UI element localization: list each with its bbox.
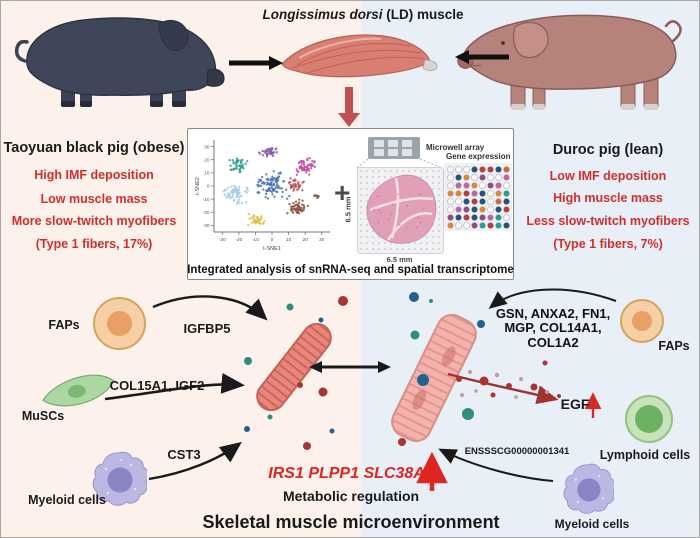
cst3-label: CST3 — [167, 447, 201, 462]
arrow-muscle-down-icon — [338, 87, 360, 127]
top-title: Longissimus dorsi (LD) muscle — [262, 7, 463, 22]
faps-cell-right-nucleus — [632, 311, 652, 331]
svg-text:20: 20 — [302, 237, 308, 243]
igfbp5-label: IGFBP5 — [183, 321, 231, 336]
left-panel-title: Taoyuan black pig (obese) — [3, 140, 185, 156]
top-title-regular: (LD) muscle — [382, 7, 464, 22]
integration-panel: -30 -30 -20 -20 -10 -10 0 0 10 10 20 20 30 30 t-SNE1 t-… — [187, 128, 514, 280]
faps-right-label: FAPs — [658, 339, 690, 353]
right-panel-line: Less slow-twitch myofibers — [526, 214, 690, 228]
faps-cell-left-nucleus — [107, 311, 132, 336]
muscs-label: MuSCs — [21, 409, 65, 423]
black-pig-body — [26, 17, 217, 96]
arrow-blackpig-to-muscle-icon — [229, 56, 283, 70]
svg-text:t-SNE2: t-SNE2 — [195, 177, 201, 195]
col15a1-igf2-label: COL15A1, IGF2 — [109, 378, 205, 393]
gene-expression-label: Gene expression — [446, 152, 511, 161]
duroc-pig-mouth — [466, 62, 482, 67]
tissue-dim-vertical: 6.5 mm — [343, 196, 353, 223]
svg-text:0: 0 — [207, 184, 210, 190]
svg-text:10: 10 — [286, 237, 292, 243]
svg-text:-10: -10 — [252, 237, 259, 243]
arrow-egf-icon — [447, 372, 559, 405]
tissue-streaks — [369, 177, 434, 241]
muscle-tendon-tip — [422, 59, 438, 71]
duroc-pig-illustration — [457, 14, 682, 110]
metabolic-regulation-label: Metabolic regulation — [282, 488, 420, 504]
faps-cell-right — [620, 299, 664, 343]
integration-caption: Integrated analysis of snRNA-seq and spa… — [187, 264, 514, 276]
svg-text:-30: -30 — [203, 223, 210, 229]
muscle-highlight — [298, 37, 382, 59]
arrow-cst3-icon — [148, 441, 242, 481]
left-panel-line: Low muscle mass — [40, 192, 148, 206]
myeloid-right-label: Myeloid cells — [554, 517, 630, 531]
microwell-array-illustration — [368, 137, 420, 159]
left-panel-line: More slow-twitch myofibers — [11, 214, 177, 228]
black-pig-tail — [14, 39, 29, 63]
duroc-pig-tail — [664, 20, 682, 43]
black-pig-hooves — [61, 101, 186, 107]
svg-text:-20: -20 — [203, 210, 210, 216]
black-pig-ear — [158, 20, 189, 51]
myeloid-left-label: Myeloid cells — [28, 493, 106, 507]
tissue-section-illustration — [366, 174, 437, 244]
arrow-col15a1-icon — [104, 372, 245, 401]
microwell-array-label: Microwell array — [426, 143, 485, 152]
black-pig-illustration — [14, 17, 225, 107]
duroc-pig-legs — [510, 74, 659, 110]
arrow-durocpig-to-muscle-icon — [455, 50, 509, 64]
faps-left-label: FAPs — [48, 318, 80, 332]
svg-text:20: 20 — [204, 157, 210, 163]
duroc-pig-ear — [513, 21, 549, 59]
gsn-gene-block-label: GSN, ANXA2, FN1, MGP, COL14A1, COL1A2 — [495, 306, 611, 350]
right-panel-title: Duroc pig (lean) — [552, 142, 664, 158]
arrow-fiber-doublehead-icon — [309, 361, 391, 373]
tsne-plot: -30 -30 -20 -20 -10 -10 0 0 10 10 20 20 30 30 t-SNE1 t-… — [195, 140, 330, 252]
arrow-gsn-icon — [488, 288, 617, 309]
enssscg-label: ENSSSCG00000001341 — [464, 446, 570, 457]
gene-expression-grid — [444, 163, 512, 231]
right-panel-line: High muscle mass — [553, 191, 663, 205]
svg-text:t-SNE1: t-SNE1 — [263, 246, 281, 252]
muscle-striations — [291, 43, 426, 74]
right-panel-line: Low IMF deposition — [549, 169, 667, 183]
egf-label: EGF — [560, 396, 590, 412]
myeloid-cell-left — [92, 451, 147, 506]
ld-muscle-illustration — [281, 34, 438, 78]
right-panel-line: (Type 1 fibers, 7%) — [553, 237, 663, 251]
top-title-italic: Longissimus dorsi — [262, 7, 383, 22]
secreted-molecule-dots — [244, 292, 561, 450]
arrow-enssscg-icon — [438, 448, 554, 482]
duroc-pig-hooves — [511, 104, 658, 110]
tissue-section-array — [357, 167, 444, 254]
svg-text:-30: -30 — [219, 237, 226, 243]
duroc-pig-eye — [501, 41, 505, 45]
svg-text:-10: -10 — [203, 197, 210, 203]
irs-genes-label: IRS1 PLPP1 SLC38A2 — [268, 465, 434, 482]
arrow-igfbp5-icon — [152, 295, 268, 321]
svg-text:0: 0 — [271, 237, 274, 243]
myeloid-cell-right — [563, 463, 614, 514]
black-pig-snout — [206, 68, 225, 87]
svg-text:-20: -20 — [235, 237, 242, 243]
muscs-cell — [42, 374, 115, 407]
lymphoid-cell-nucleus — [635, 405, 663, 433]
svg-text:30: 30 — [319, 237, 325, 243]
microenvironment-arrows-layer — [104, 288, 617, 491]
left-panel-line: (Type 1 fibers, 17%) — [35, 237, 153, 251]
left-panel-line: High IMF deposition — [34, 168, 154, 182]
tissue-dim-horizontal: 6.5 mm — [386, 255, 413, 264]
section-title: Skeletal muscle microenvironment — [202, 512, 500, 532]
svg-text:10: 10 — [204, 171, 210, 177]
svg-text:30: 30 — [204, 144, 210, 150]
plus-sign: + — [334, 177, 351, 208]
lymphoid-label: Lymphoid cells — [599, 448, 691, 462]
muscs-nucleus — [67, 384, 86, 398]
